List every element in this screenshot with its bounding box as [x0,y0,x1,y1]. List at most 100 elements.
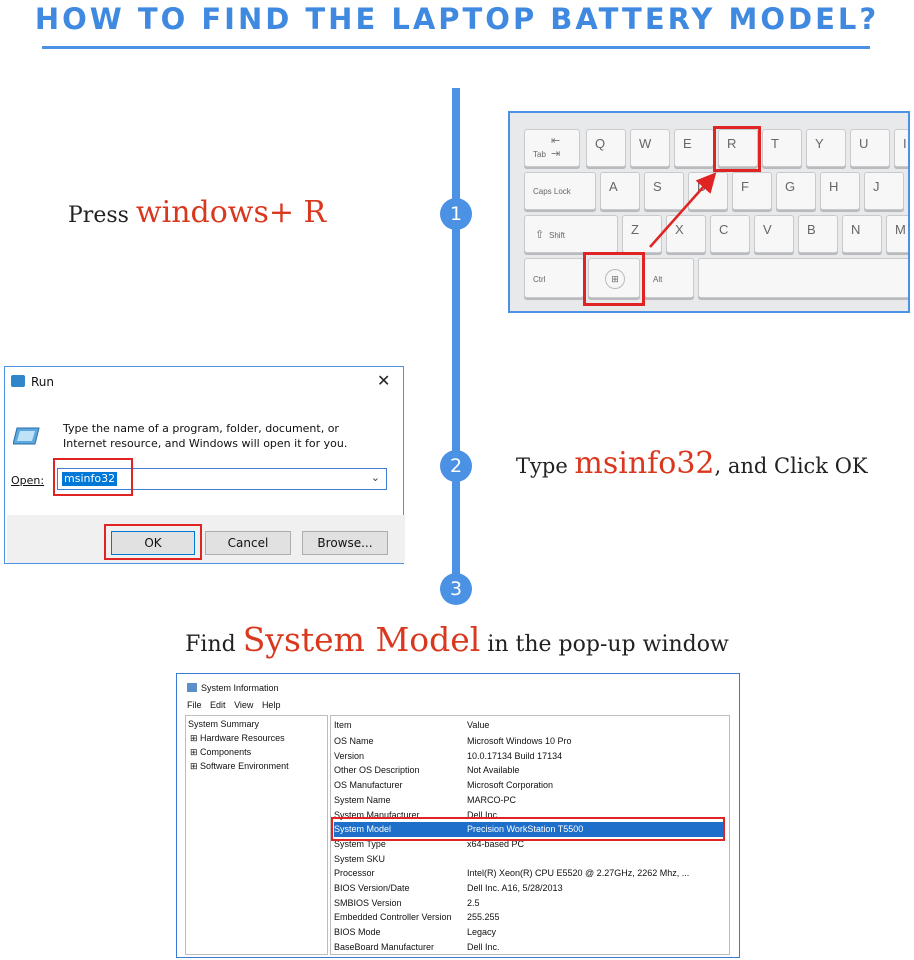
ok-button[interactable]: OK [111,531,195,555]
key-label: X [675,222,684,237]
key-label: E [683,136,692,151]
highlight-windows-key [583,252,645,306]
key-label: F [741,179,749,194]
row-item: Version [334,750,365,761]
menu-view[interactable]: View [234,700,254,710]
key-h: H [820,172,860,210]
key-label: N [851,222,861,237]
step-3-suffix: in the pop-up window [480,632,729,657]
browse-button[interactable]: Browse... [302,531,388,555]
timeline-line [452,88,460,588]
key-label: Alt [653,275,663,284]
column-header-item[interactable]: Item [334,720,352,730]
key-g: G [776,172,816,210]
row-item: BIOS Mode [334,927,381,938]
key-tab: Tab ⇤⇥ [524,129,580,167]
expand-icon[interactable]: ⊞ [190,733,201,743]
key-w: W [630,129,670,167]
step-1-instruction: Press windows+ R [68,195,326,230]
tree-item-software-environment[interactable]: ⊞ Software Environment [190,761,289,772]
table-row[interactable]: System Model Precision WorkStation T5500 [334,822,724,838]
highlight-system-model-row [331,817,725,841]
details-pane [330,715,730,955]
key-m: M [886,215,908,253]
key-label: R [727,136,737,151]
keyboard-image: Tab ⇤⇥ Q W E R T Y U I Caps Lock A S D F… [508,111,910,313]
row-value: Microsoft Windows 10 Pro [467,736,572,746]
key-label: C [719,222,729,237]
table-row[interactable]: Other OS Description Not Available [334,763,724,778]
expand-icon[interactable]: ⊞ [190,761,201,771]
key-label: M [895,222,906,237]
tree-pane: System Summary ⊞ Hardware Resources ⊞ Co… [185,715,328,955]
menu-help[interactable]: Help [261,700,281,710]
key-x: X [666,215,706,253]
key-y: Y [806,129,846,167]
row-item: BIOS Version/Date [334,883,410,893]
menu-edit[interactable]: Edit [210,700,226,710]
tree-item-hardware-resources[interactable]: ⊞ Hardware Resources [190,733,285,744]
key-v: V [754,215,794,253]
step-1-highlight: windows+ R [135,195,327,230]
cancel-button[interactable]: Cancel [205,531,291,555]
row-value: Not Available [467,765,520,776]
highlight-ok-button [104,524,202,560]
column-header-value[interactable]: Value [467,720,490,730]
key-label: Ctrl [533,275,546,284]
key-label: A [609,179,618,194]
key-label: H [829,179,839,194]
open-input-value[interactable]: msinfo32 [62,472,118,486]
key-label: Caps Lock [533,187,571,196]
row-item: SMBIOS Version [334,897,402,908]
highlight-open-field [53,458,133,496]
window-title: System Information [201,683,279,693]
row-value: Intel(R) Xeon(R) CPU E5520 @ 2.27GHz, 22… [467,868,690,879]
chevron-down-icon[interactable]: ⌄ [370,471,380,484]
row-value: Precision WorkStation T5500 [467,824,584,835]
key-t: T [762,129,802,167]
menu-file[interactable]: File [187,700,202,710]
key-space [698,258,908,298]
close-icon[interactable]: ✕ [377,371,391,390]
table-header: Item Value [334,718,724,733]
key-q: Q [586,129,626,167]
row-item: System Manufacturer [334,809,420,820]
row-item: Processor [334,868,375,879]
key-f: F [732,172,772,210]
title-underline [42,46,870,49]
step-3-badge: 3 [440,573,472,605]
key-b: B [798,215,838,253]
row-item: Other OS Description [334,765,420,776]
expand-icon[interactable]: ⊞ [190,747,201,757]
row-item: Embedded Controller Version [334,912,452,923]
row-item: BaseBoard Manufacturer [334,941,435,952]
shift-arrow-icon: ⇧ [535,229,545,241]
table-row[interactable]: System SKU [334,852,724,867]
tab-arrows-icon: ⇤⇥ [551,135,561,160]
key-label: Y [815,136,824,151]
tree-item-system-summary[interactable]: System Summary [188,719,260,729]
step-3-prefix: Find [185,632,243,657]
key-s: S [644,172,684,210]
table-row[interactable]: Processor Intel(R) Xeon(R) CPU E5520 @ 2.… [334,866,724,881]
key-c: C [710,215,750,253]
windows-logo-icon: ⊞ [605,269,625,289]
key-alt: Alt [644,258,694,298]
run-program-icon [12,425,41,447]
open-combobox[interactable]: msinfo32 ⌄ [57,468,387,490]
key-label: W [639,136,652,151]
tree-item-components[interactable]: ⊞ Components [190,747,251,758]
key-label: U [859,136,869,151]
row-item: System Model [334,824,392,835]
